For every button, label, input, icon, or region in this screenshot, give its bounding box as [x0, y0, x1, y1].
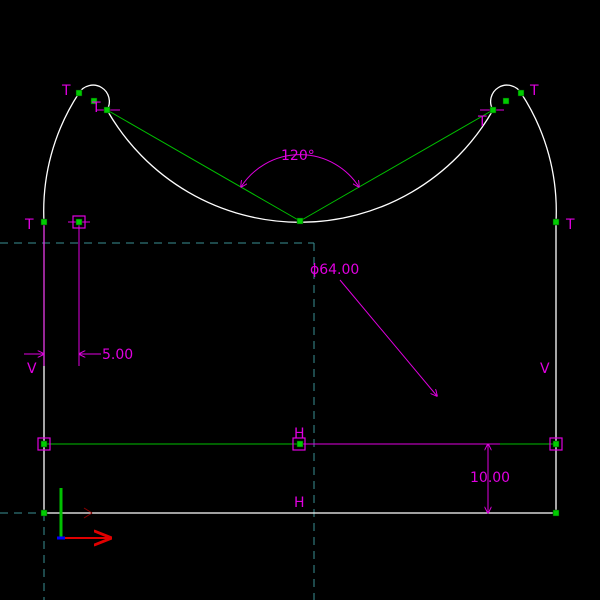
- diameter-leader[interactable]: [339, 279, 437, 396]
- marker-left-bottom[interactable]: [37, 437, 51, 451]
- marker-right-bottom[interactable]: [549, 437, 563, 451]
- point-left-tip[interactable]: [75, 89, 83, 97]
- left-outer-arc[interactable]: [43, 92, 80, 223]
- height-dimension-text[interactable]: 10.00: [470, 470, 510, 486]
- tangent-constraint-label: T: [91, 100, 101, 116]
- horizontal-constraint-label: H: [294, 495, 305, 511]
- tangent-constraint-label: T: [61, 83, 71, 99]
- large-arc[interactable]: [106, 109, 494, 223]
- horizontal-constraint-label: H: [294, 426, 305, 442]
- point-apex[interactable]: [296, 217, 304, 225]
- tangent-constraint-label: T: [477, 114, 487, 130]
- sketch-points: [40, 89, 560, 517]
- tangent-constraint-label: T: [565, 217, 575, 233]
- construction-line-left[interactable]: [106, 109, 301, 222]
- dimension-graphics: [24, 109, 504, 513]
- point-right-upper[interactable]: [552, 218, 560, 226]
- point-left-tip-center[interactable]: [90, 97, 98, 105]
- point-left-mid[interactable]: [75, 218, 83, 226]
- right-tip-arc[interactable]: [489, 84, 522, 111]
- coordinate-axes-icon: [57, 488, 110, 538]
- tangent-constraint-label: T: [529, 83, 539, 99]
- point-right-tip[interactable]: [517, 89, 525, 97]
- tangent-constraint-label: T: [24, 217, 34, 233]
- vertical-constraint-label: V: [540, 361, 550, 377]
- right-outer-arc[interactable]: [520, 92, 557, 223]
- angle-dimension-arc[interactable]: [241, 154, 359, 187]
- constraint-markers: [37, 215, 563, 451]
- left-tip-arc[interactable]: [78, 84, 111, 111]
- point-left-inner[interactable]: [103, 106, 111, 114]
- diameter-dimension-text[interactable]: ϕ64.00: [310, 262, 359, 278]
- construction-line-right[interactable]: [299, 109, 494, 222]
- point-right-base[interactable]: [552, 509, 560, 517]
- point-origin[interactable]: [40, 509, 48, 517]
- point-center-bottom[interactable]: [296, 440, 304, 448]
- angle-dimension-text[interactable]: 120°: [281, 148, 315, 164]
- axis-x-dim2: [83, 512, 93, 519]
- centerlines: [0, 242, 315, 600]
- marker-left-mid[interactable]: [72, 215, 86, 229]
- point-right-tip-center[interactable]: [502, 97, 510, 105]
- point-right-inner[interactable]: [489, 106, 497, 114]
- axis-x-dim: [83, 507, 93, 514]
- point-right-bottom[interactable]: [552, 440, 560, 448]
- point-left-upper[interactable]: [40, 218, 48, 226]
- offset-dimension-text[interactable]: 5.00: [102, 347, 133, 363]
- marker-center-bottom[interactable]: [292, 437, 306, 451]
- vertical-constraint-label: V: [27, 361, 37, 377]
- point-left-bottom[interactable]: [40, 440, 48, 448]
